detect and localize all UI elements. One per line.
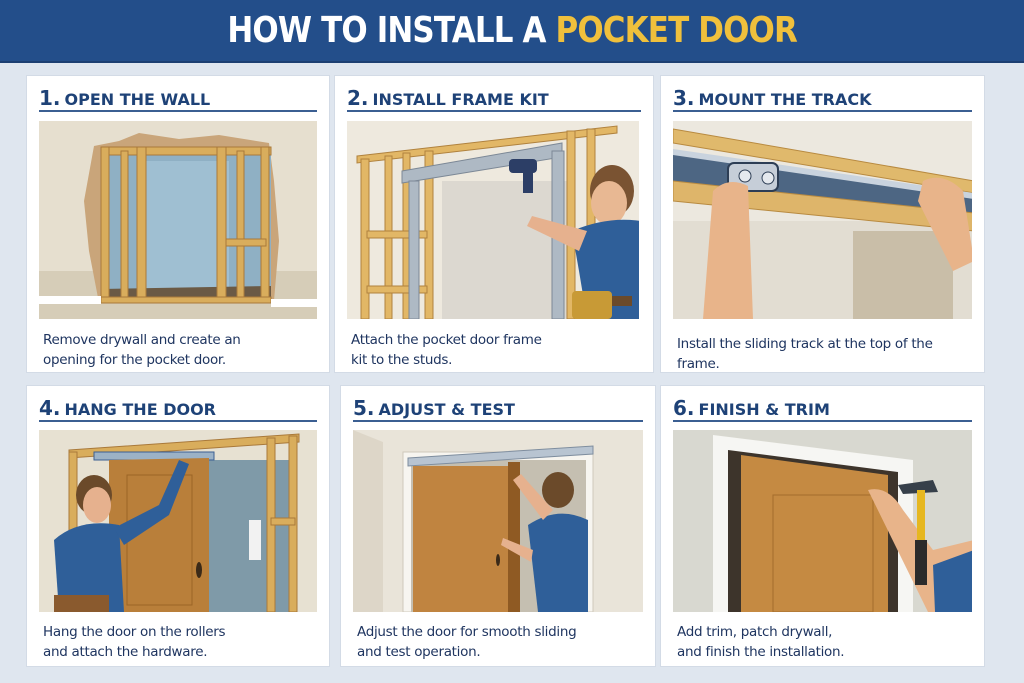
- step-caption: Add trim, patch drywall, and finish the …: [677, 624, 845, 660]
- step-title: 1.OPEN THE WALL: [39, 86, 317, 112]
- step-caption: Attach the pocket door frame kit to the …: [351, 332, 542, 368]
- title-highlight: POCKET DOOR: [555, 10, 797, 51]
- step-title: 5.ADJUST & TEST: [353, 396, 643, 422]
- step-title: 2.INSTALL FRAME KIT: [347, 86, 641, 112]
- step-caption: Install the sliding track at the top of …: [677, 336, 933, 372]
- step-illustration-wall-opening: [39, 121, 317, 319]
- step-illustration-frame-kit: [347, 121, 639, 319]
- header-banner: HOW TO INSTALL A POCKET DOOR: [0, 0, 1024, 63]
- step-caption: Remove drywall and create an opening for…: [43, 332, 241, 368]
- step-illustration-adjust-door: [353, 430, 643, 612]
- step-illustration-mount-track: [673, 121, 972, 319]
- step-illustration-finish-trim: [673, 430, 972, 612]
- step-caption: Hang the door on the rollers and attach …: [43, 624, 226, 660]
- step-card-3: 3.MOUNT THE TRACK Install the sliding tr…: [660, 75, 985, 373]
- step-card-1: 1.OPEN THE WALL Remove drywall and creat…: [26, 75, 330, 373]
- step-card-6: 6.FINISH & TRIM Add trim, patch drywall,…: [660, 385, 985, 667]
- step-card-5: 5.ADJUST & TEST Adjust the door for smoo…: [340, 385, 656, 667]
- step-card-2: 2.INSTALL FRAME KIT: [334, 75, 654, 373]
- page-title: HOW TO INSTALL A POCKET DOOR: [227, 10, 797, 51]
- step-illustration-hang-door: [39, 430, 317, 612]
- step-title: 3.MOUNT THE TRACK: [673, 86, 972, 112]
- step-caption: Adjust the door for smooth sliding and t…: [357, 624, 577, 660]
- title-prefix: HOW TO INSTALL A: [227, 10, 556, 51]
- step-card-4: 4.HANG THE DOOR Hang the door on the rol…: [26, 385, 330, 667]
- step-title: 4.HANG THE DOOR: [39, 396, 317, 422]
- step-title: 6.FINISH & TRIM: [673, 396, 972, 422]
